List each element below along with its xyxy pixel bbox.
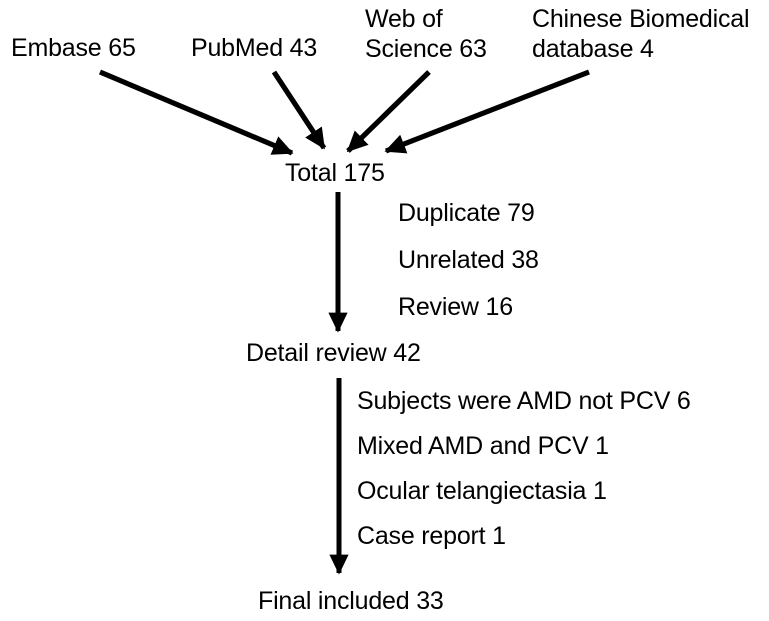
node-final-included: Final included 33 (258, 587, 444, 615)
exclusion-ocular-telangiectasia: Ocular telangiectasia 1 (357, 477, 607, 505)
exclusion-amd-not-pcv: Subjects were AMD not PCV 6 (357, 387, 691, 415)
exclusion-unrelated: Unrelated 38 (398, 246, 539, 274)
exclusion-case-report: Case report 1 (357, 522, 506, 550)
node-detail-review: Detail review 42 (246, 339, 421, 367)
source-label-chinese-biomedical: Chinese Biomedical database 4 (532, 5, 750, 63)
arrow-chinese-biomedical-to-total (384, 69, 590, 154)
arrow-pubmed-to-total (271, 70, 327, 150)
arrow-embase-to-total (98, 69, 294, 156)
node-total: Total 175 (285, 159, 385, 187)
exclusion-review: Review 16 (398, 293, 513, 321)
arrow-web-of-science-to-total (346, 70, 431, 153)
source-label-embase: Embase 65 (11, 34, 136, 62)
source-label-pubmed: PubMed 43 (191, 34, 318, 62)
exclusion-mixed-amd-pcv: Mixed AMD and PCV 1 (357, 432, 609, 460)
exclusion-duplicate: Duplicate 79 (398, 199, 535, 227)
source-label-web-of-science: Web of Science 63 (365, 5, 487, 63)
